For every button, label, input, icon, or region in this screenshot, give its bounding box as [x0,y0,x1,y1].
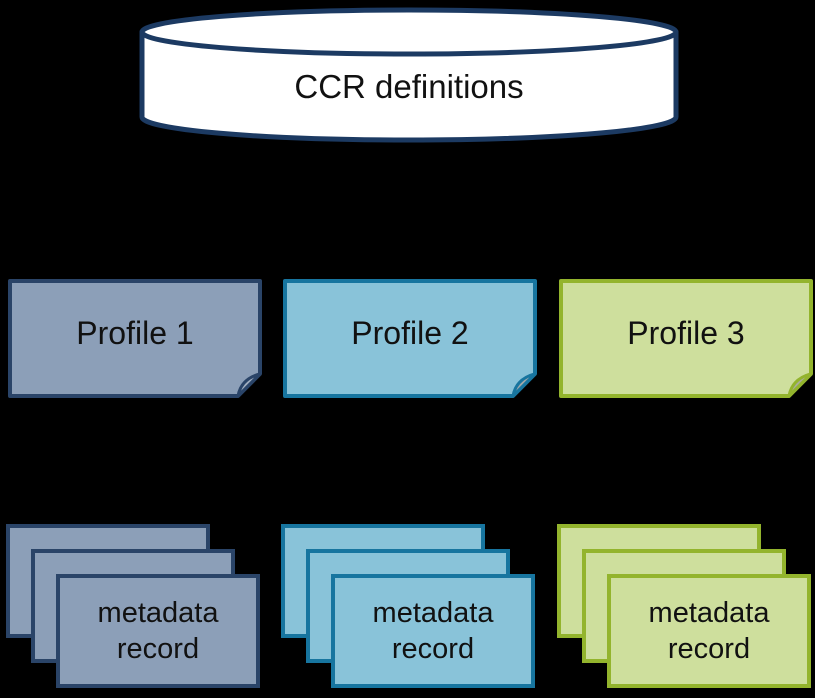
record-card-front [331,574,535,688]
record-stack-2: metadata record [281,524,537,690]
record-label: metadata record [648,597,770,665]
profile-note-shape [559,279,813,398]
folded-corner-icon [236,372,262,398]
database-cylinder [139,7,679,143]
record-stack-shape [6,524,260,688]
profile-label: Profile 2 [351,314,469,351]
profile-note-3: Profile 3 [559,279,813,398]
folded-corner-icon [787,372,813,398]
profile-note-1: Profile 1 [8,279,262,398]
folded-corner-icon [511,372,537,398]
record-card-front [607,574,811,688]
profile-label: Profile 3 [627,314,745,351]
record-card-front [56,574,260,688]
profile-note-2: Profile 2 [283,279,537,398]
profile-label: Profile 1 [76,314,194,351]
profile-note-shape [8,279,262,398]
profile-note-shape [283,279,537,398]
record-stack-3: metadata record [557,524,813,690]
cylinder-body-shape [139,29,679,143]
cylinder-top-ellipse [139,7,679,57]
database-label: CCR definitions [294,68,524,105]
record-label: metadata record [372,597,494,665]
record-stack-1: metadata record [6,524,262,690]
record-label: metadata record [97,597,219,665]
record-stack-shape [281,524,535,688]
record-stack-shape [557,524,811,688]
